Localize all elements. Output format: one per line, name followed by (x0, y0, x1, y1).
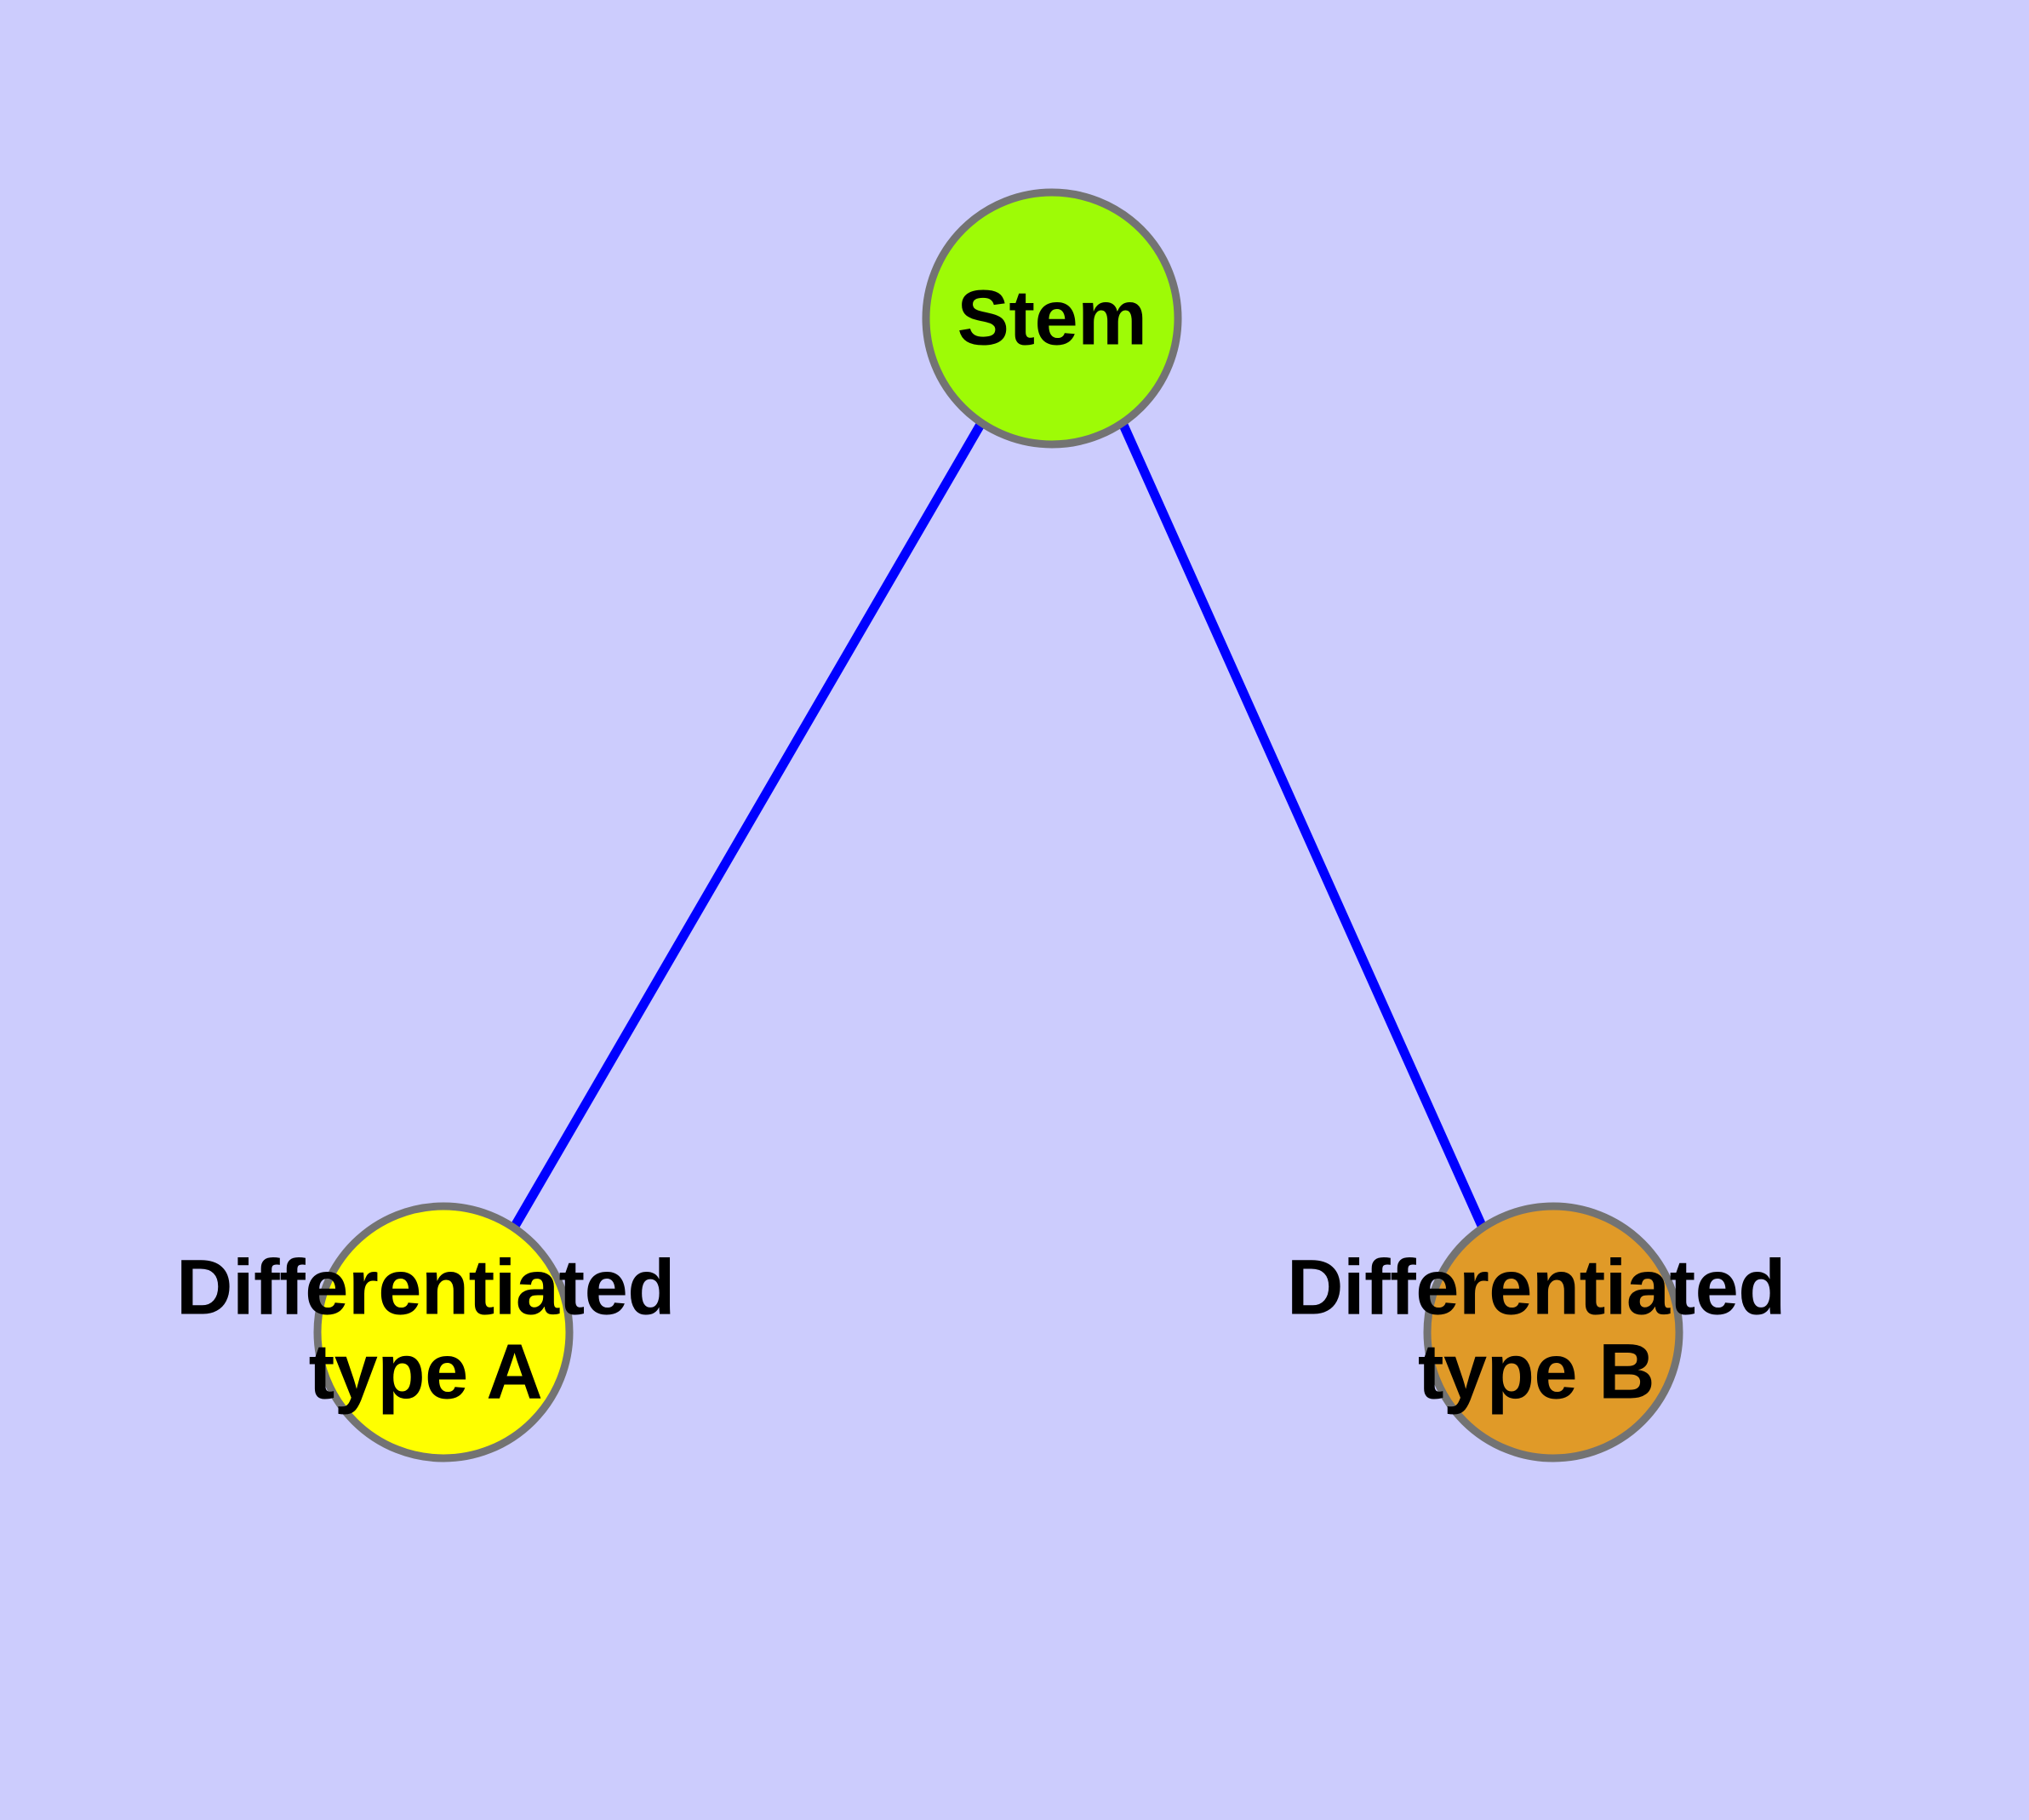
node-diff-a-circle[interactable] (313, 1202, 574, 1462)
node-diff-b-circle[interactable] (1423, 1202, 1683, 1462)
node-stem-circle[interactable] (922, 188, 1182, 449)
edge-stem-to-diff-a[interactable] (510, 421, 986, 1230)
edge-stem-to-diff-b[interactable] (1117, 421, 1488, 1230)
